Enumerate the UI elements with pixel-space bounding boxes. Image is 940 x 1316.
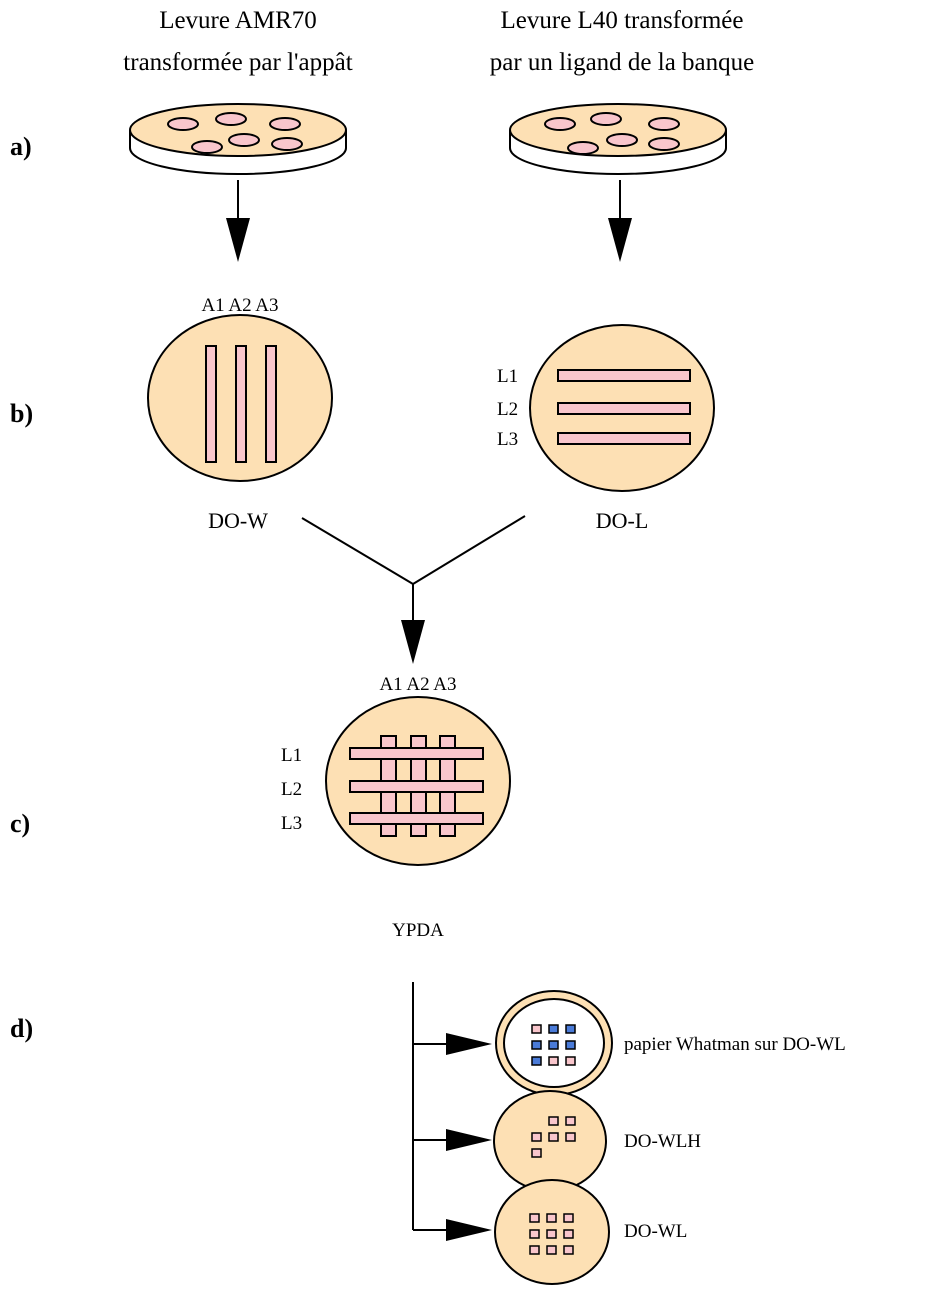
- header-left-line2: transformée par l'appât: [123, 49, 352, 76]
- plate-name-do-w: DO-W: [208, 508, 268, 533]
- streak-a3: [265, 345, 277, 463]
- colony-spots: [544, 112, 680, 155]
- plate-name-whatman: papier Whatman sur DO-WL: [624, 1034, 846, 1055]
- row-label-l3: L3: [497, 429, 518, 450]
- petri-dish-left: [129, 103, 347, 175]
- plate-name-ypda: YPDA: [392, 920, 444, 941]
- plate-do-w: [147, 314, 333, 482]
- row-label-l1: L1: [497, 366, 518, 387]
- arrow-down-left: [226, 180, 250, 262]
- streak-l3: [349, 812, 484, 825]
- row-label-l2: L2: [281, 779, 302, 800]
- column-labels: A1 A2 A3: [201, 295, 278, 316]
- plate-name-do-wlh: DO-WLH: [624, 1131, 701, 1152]
- row-label-l3: L3: [281, 813, 302, 834]
- merge-arrow: [301, 515, 526, 664]
- colony-spots: [167, 112, 303, 154]
- streak-a2: [235, 345, 247, 463]
- header-left-line1: Levure AMR70: [159, 7, 317, 34]
- arrow-down-right: [608, 180, 632, 262]
- colony-grid: [531, 1116, 576, 1158]
- row-label-l2: L2: [497, 399, 518, 420]
- plate-name-do-wl: DO-WL: [624, 1221, 687, 1242]
- colony-grid: [529, 1213, 574, 1255]
- plate-ypda: [325, 696, 511, 866]
- streak-l3: [557, 432, 691, 445]
- row-label-l1: L1: [281, 745, 302, 766]
- plate-whatman: [495, 990, 613, 1096]
- step-label-b: b): [10, 399, 33, 428]
- step-label-d: d): [10, 1014, 33, 1043]
- step-label-a: a): [10, 132, 32, 161]
- streak-a1: [205, 345, 217, 463]
- streak-l1: [349, 747, 484, 760]
- streak-l1: [557, 369, 691, 382]
- header-right-line1: Levure L40 transformée: [501, 7, 744, 34]
- plate-do-wlh: [493, 1090, 607, 1192]
- header-right-line2: par un ligand de la banque: [490, 49, 755, 76]
- plate-do-l: [529, 324, 715, 492]
- petri-dish-right: [509, 103, 727, 175]
- plate-do-wl: [494, 1179, 610, 1285]
- step-label-c: c): [10, 809, 30, 838]
- colony-grid: [531, 1024, 576, 1066]
- column-labels: A1 A2 A3: [379, 674, 456, 695]
- branch-arrows: [412, 982, 492, 1241]
- plate-name-do-l: DO-L: [596, 508, 649, 533]
- streak-l2: [557, 402, 691, 415]
- streak-l2: [349, 780, 484, 793]
